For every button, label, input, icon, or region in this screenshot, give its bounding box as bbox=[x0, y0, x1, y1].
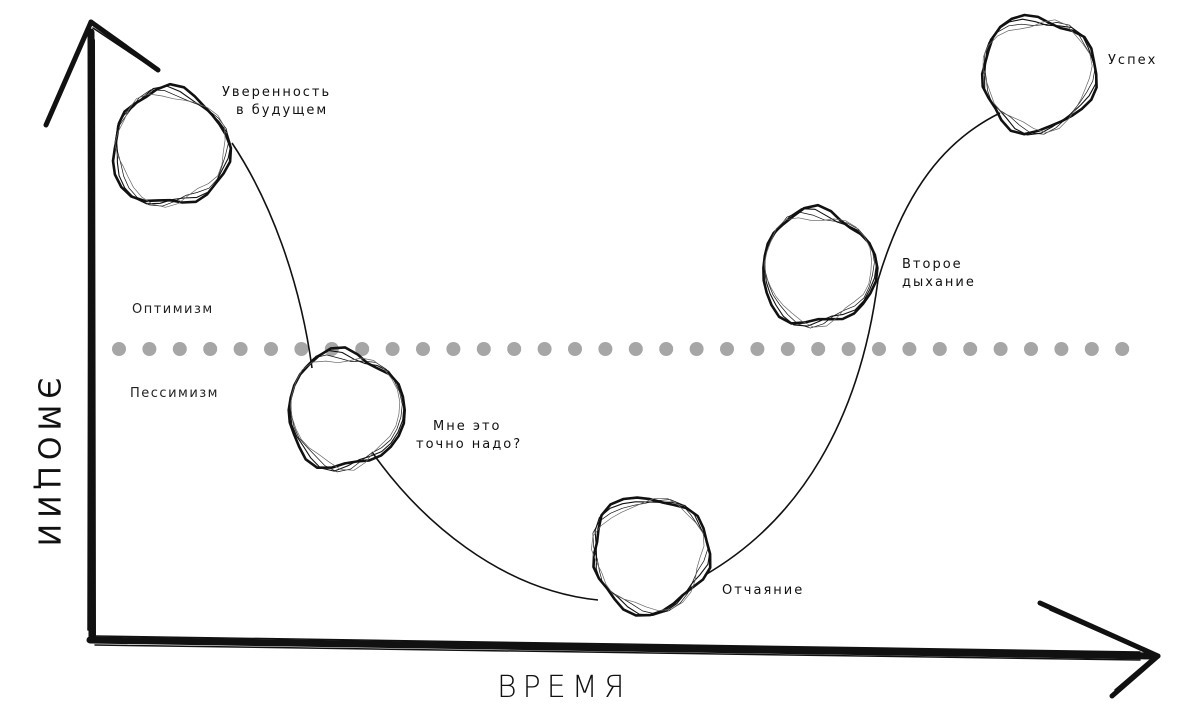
circle-stroke bbox=[290, 357, 401, 471]
divider-dot bbox=[628, 342, 643, 356]
divider-dot bbox=[568, 342, 582, 356]
stage-label-line: Уверенность bbox=[222, 85, 332, 100]
divider-dot bbox=[811, 342, 826, 356]
divider-dot bbox=[355, 342, 370, 356]
divider-dot bbox=[203, 342, 218, 356]
divider-dot bbox=[476, 342, 491, 356]
stage-circle-success bbox=[980, 13, 1098, 136]
optimism-pessimism-divider bbox=[112, 342, 1130, 356]
stage-circle-doubt bbox=[287, 346, 406, 473]
stage-label-second-wind: Второе дыхание bbox=[902, 256, 976, 292]
stage-label-line: Успех bbox=[1108, 53, 1158, 68]
divider-dot bbox=[416, 342, 430, 356]
circle-stroke bbox=[763, 217, 872, 328]
stage-label-line: Второе bbox=[902, 257, 963, 272]
y-axis-arrowhead bbox=[43, 19, 161, 128]
circle-stroke bbox=[982, 19, 1093, 133]
divider-dot bbox=[142, 342, 157, 356]
stage-label-confidence: Уверенность в будущем bbox=[222, 84, 331, 120]
zone-label-pessimism: Пессимизм bbox=[130, 386, 219, 401]
stage-label-line: дыхание bbox=[902, 275, 976, 290]
divider-dot bbox=[172, 342, 187, 356]
divider-dot bbox=[233, 342, 248, 356]
x-axis-label: ВРЕМЯ bbox=[497, 670, 631, 705]
stage-label-doubt: Мне это точно надо? bbox=[416, 418, 522, 454]
stage-label-line: Отчаяние bbox=[722, 583, 805, 598]
stage-circle-confidence bbox=[111, 82, 233, 208]
divider-dot bbox=[659, 342, 674, 356]
stage-label-line: в будущем bbox=[236, 103, 329, 118]
divider-dot bbox=[750, 342, 765, 356]
x-axis-arrowhead bbox=[1037, 600, 1161, 699]
zone-label-optimism: Оптимизм bbox=[132, 302, 214, 317]
x-axis bbox=[86, 635, 1159, 661]
divider-dot bbox=[112, 342, 126, 356]
circle-stroke bbox=[594, 501, 711, 616]
divider-dot bbox=[264, 342, 278, 356]
y-axis bbox=[87, 28, 96, 644]
curve-segment-rise bbox=[877, 112, 1001, 281]
divider-dot bbox=[720, 342, 734, 356]
divider-dot bbox=[963, 342, 978, 356]
emotion-curve bbox=[231, 112, 1001, 601]
stage-circles bbox=[111, 13, 1098, 617]
stage-label-line: Мне это bbox=[433, 419, 502, 434]
stage-label-despair: Отчаяние bbox=[722, 582, 804, 600]
divider-dot bbox=[1084, 342, 1099, 356]
y-axis-label: ЭМОЦИИ bbox=[30, 377, 66, 553]
stage-circle-second-wind bbox=[762, 203, 879, 329]
circle-stroke bbox=[592, 496, 712, 617]
divider-dot bbox=[932, 342, 947, 356]
divider-dot bbox=[294, 342, 309, 356]
stage-label-line: точно надо? bbox=[416, 437, 523, 452]
circle-stroke bbox=[591, 497, 705, 612]
divider-dot bbox=[1024, 342, 1038, 356]
divider-dot bbox=[537, 342, 552, 356]
stage-circle-despair bbox=[591, 496, 712, 617]
circle-stroke bbox=[114, 93, 226, 208]
divider-dot bbox=[993, 342, 1008, 356]
circle-stroke bbox=[984, 22, 1096, 135]
divider-dot bbox=[872, 342, 886, 356]
divider-dot bbox=[1054, 342, 1069, 356]
divider-dot bbox=[902, 342, 917, 356]
divider-dot bbox=[507, 342, 522, 356]
divider-dot bbox=[446, 342, 461, 356]
curve-segment-decline bbox=[231, 142, 313, 369]
divider-dot bbox=[689, 342, 704, 356]
circle-stroke bbox=[289, 349, 405, 472]
divider-dot bbox=[385, 342, 400, 356]
curve-segment-recovery bbox=[704, 279, 879, 576]
divider-dot bbox=[1115, 342, 1130, 356]
divider-dot bbox=[780, 342, 795, 356]
circle-stroke bbox=[763, 211, 875, 329]
stage-label-success: Успех bbox=[1108, 52, 1157, 70]
curve-segment-despair bbox=[371, 451, 599, 601]
divider-dot bbox=[598, 342, 613, 356]
divider-dot bbox=[841, 342, 856, 356]
circle-stroke bbox=[592, 499, 709, 615]
circle-stroke bbox=[290, 354, 403, 473]
